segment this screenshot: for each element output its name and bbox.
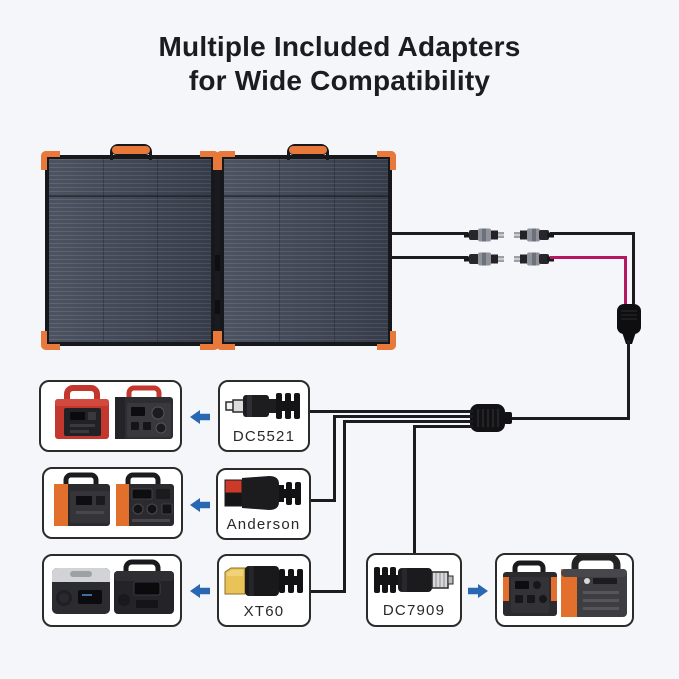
power-stations-red-pair [55, 385, 173, 439]
handle-grip [288, 145, 328, 155]
solar-panel-right [216, 144, 396, 350]
cell-divider [103, 159, 104, 342]
mc4-connector-icon [464, 228, 504, 242]
adapter-label: DC5521 [232, 428, 296, 445]
page-title: Multiple Included Adapters for Wide Comp… [0, 30, 679, 98]
carry-handle [110, 144, 152, 160]
cell-divider [279, 159, 280, 342]
adapter-cable [333, 415, 473, 418]
solar-panel-left [41, 144, 219, 350]
adapter-label: Anderson [226, 516, 301, 533]
power-stations-box-2 [42, 467, 183, 539]
dc5521-barrel-connector-icon [224, 387, 304, 425]
panel-hinge [213, 158, 222, 342]
corner-guard [41, 151, 60, 170]
carry-handle [287, 144, 329, 160]
pv-wire [632, 232, 635, 308]
cell-seam [224, 195, 388, 197]
power-stations-box-4 [495, 553, 634, 627]
power-stations-box-3 [42, 554, 182, 627]
adapter-box-dc5521: DC5521 [218, 380, 310, 452]
adapter-cable [413, 425, 416, 555]
pv-wire [392, 256, 468, 259]
handle-grip [111, 145, 151, 155]
corner-guard [216, 331, 235, 350]
cell-divider [334, 159, 335, 342]
adapter-cable [343, 420, 473, 423]
xt60-connector-icon [223, 562, 305, 600]
mc4-connector-icon [514, 228, 554, 242]
adapter-label: XT60 [243, 602, 285, 620]
title-line-2: for Wide Compatibility [188, 65, 491, 96]
pv-wire-red [624, 256, 627, 308]
arrow-right-icon [468, 584, 488, 598]
power-stations-orange-gray-pair [503, 555, 627, 617]
arrow-left-icon [190, 584, 210, 598]
pv-wire [392, 232, 468, 235]
pv-wire [550, 232, 635, 235]
arrow-left-icon [190, 498, 210, 512]
power-stations-box-1 [39, 380, 182, 452]
adapter-cable [343, 420, 346, 593]
corner-guard [377, 151, 396, 170]
power-stations-orange-pair [54, 472, 174, 526]
mc4-connector-icon [464, 252, 504, 266]
anderson-connector-icon [223, 475, 305, 513]
dc7909-barrel-connector-icon [372, 561, 456, 599]
arrow-left-icon [190, 410, 210, 424]
adapter-cable [310, 410, 473, 413]
mc4-connector-icon [514, 252, 554, 266]
adapter-cable [311, 499, 336, 502]
title-line-1: Multiple Included Adapters [158, 31, 521, 62]
y-junction-icon [617, 304, 641, 344]
adapter-box-xt60: XT60 [217, 554, 311, 627]
adapter-box-dc7909: DC7909 [366, 553, 462, 627]
adapter-label: DC7909 [382, 602, 446, 619]
adapter-box-anderson: Anderson [216, 468, 311, 540]
main-cable [508, 417, 630, 420]
main-cable [627, 340, 630, 420]
splitter-hub-icon [470, 404, 512, 432]
cell-seam [49, 195, 211, 197]
corner-guard [216, 151, 235, 170]
corner-guard [41, 331, 60, 350]
cell-divider [157, 159, 158, 342]
adapter-cable [333, 415, 336, 502]
pv-wire-red [550, 256, 627, 259]
corner-guard [377, 331, 396, 350]
adapter-cable [311, 590, 346, 593]
power-stations-gray-pair [52, 559, 174, 614]
adapter-cable [413, 425, 473, 428]
